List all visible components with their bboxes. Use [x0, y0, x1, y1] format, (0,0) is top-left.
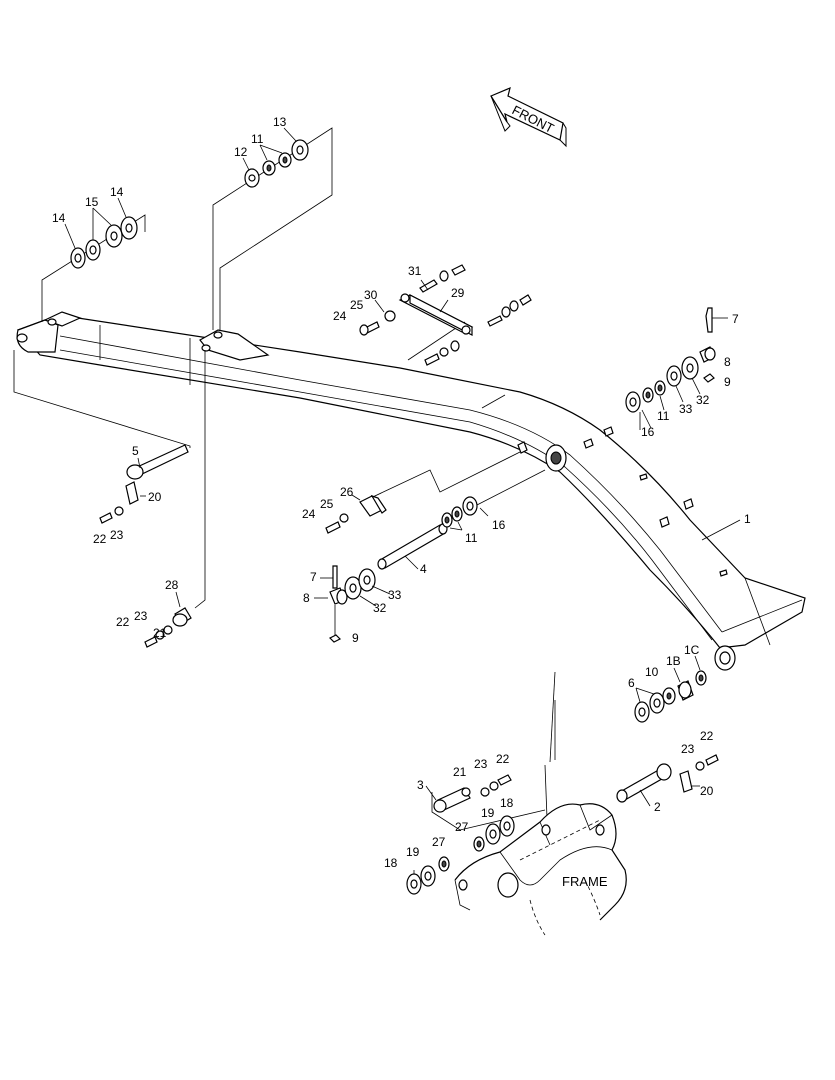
washer-group-18-19-27 [406, 815, 515, 895]
callout-1: 1 [744, 512, 751, 526]
callout-11b: 11 [657, 409, 670, 423]
frame-label: FRAME [562, 874, 608, 889]
callout-16a: 16 [641, 425, 655, 439]
pin-group-right [625, 307, 728, 430]
pin-4-assembly [377, 496, 478, 570]
foot-pin-group [634, 655, 707, 723]
callout-22c: 22 [496, 752, 510, 766]
front-arrow-icon: FRONT [490, 86, 567, 148]
callout-5: 5 [132, 444, 139, 458]
callout-23b: 23 [134, 609, 148, 623]
leader-lines [13, 127, 556, 846]
bracket-29-assembly [359, 264, 532, 366]
callout-4: 4 [420, 562, 427, 576]
pin-group-left [328, 565, 376, 643]
pin-5-assembly [99, 444, 189, 524]
callout-27a: 27 [455, 820, 469, 834]
callout-25a: 25 [350, 298, 364, 312]
callout-29: 29 [451, 286, 465, 300]
callout-24b: 24 [302, 507, 316, 521]
pin-3-assembly [431, 774, 546, 831]
callout-18b: 18 [384, 856, 398, 870]
callout-1b: 1B [666, 654, 681, 668]
frame-outline: FRAME [454, 803, 627, 936]
callout-23c: 23 [474, 757, 488, 771]
callout-19a: 19 [481, 806, 495, 820]
callout-7a: 7 [732, 312, 739, 326]
callout-leaders [137, 377, 741, 874]
callout-26: 26 [340, 485, 354, 499]
callouts: 1 2 3 4 5 6 7 7 8 8 9 9 10 1B 1C 11 11 1… [52, 115, 751, 870]
callout-33a: 33 [679, 402, 693, 416]
callout-33b: 33 [388, 588, 402, 602]
callout-12: 12 [234, 145, 248, 159]
pin-28-assembly [144, 591, 192, 648]
callout-23a: 23 [110, 528, 124, 542]
callout-11a: 11 [251, 132, 264, 146]
callout-3: 3 [417, 778, 424, 792]
callout-27b: 27 [432, 835, 446, 849]
callout-28: 28 [165, 578, 179, 592]
callout-9b: 9 [352, 631, 359, 645]
callout-25b: 25 [320, 497, 334, 511]
callout-24a: 24 [333, 309, 347, 323]
callout-9a: 9 [724, 375, 731, 389]
callout-8a: 8 [724, 355, 731, 369]
bracket-26-assembly [325, 494, 387, 534]
callout-15: 15 [85, 195, 99, 209]
callout-19b: 19 [406, 845, 420, 859]
callout-21b: 21 [453, 765, 467, 779]
callout-22d: 22 [700, 729, 714, 743]
callout-7b: 7 [310, 570, 317, 584]
callout-14b: 14 [110, 185, 124, 199]
callout-20a: 20 [148, 490, 162, 504]
front-label: FRONT [510, 102, 557, 136]
callout-22b: 22 [116, 615, 130, 629]
callout-1c: 1C [684, 643, 700, 657]
callout-32a: 32 [696, 393, 710, 407]
callout-14a: 14 [52, 211, 66, 225]
callout-31: 31 [408, 264, 422, 278]
callout-21a: 21 [153, 626, 167, 640]
callout-2: 2 [654, 800, 661, 814]
callout-11c: 11 [465, 531, 478, 545]
callout-23d: 23 [681, 742, 695, 756]
boom-arm [16, 311, 806, 671]
callout-16b: 16 [492, 518, 506, 532]
callout-6: 6 [628, 676, 635, 690]
callout-8b: 8 [303, 591, 310, 605]
pin-2-assembly [616, 754, 719, 803]
callout-30: 30 [364, 288, 378, 302]
callout-13: 13 [273, 115, 287, 129]
callout-10: 10 [645, 665, 659, 679]
callout-22a: 22 [93, 532, 107, 546]
washer-group-14-15 [64, 197, 138, 269]
callout-20b: 20 [700, 784, 714, 798]
callout-32b: 32 [373, 601, 387, 615]
washer-group-11-12-13 [242, 127, 309, 188]
callout-18a: 18 [500, 796, 514, 810]
